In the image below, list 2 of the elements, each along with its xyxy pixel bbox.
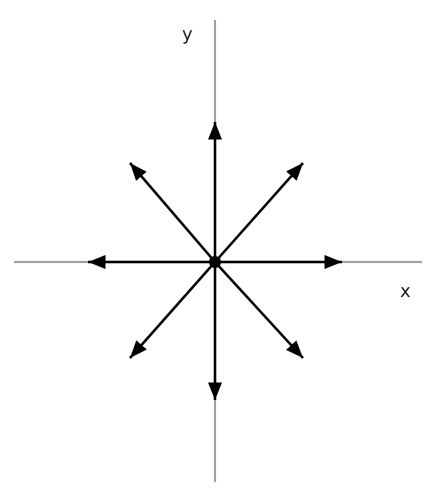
- axis-label: x: [400, 283, 411, 301]
- axis-label: y: [182, 26, 193, 44]
